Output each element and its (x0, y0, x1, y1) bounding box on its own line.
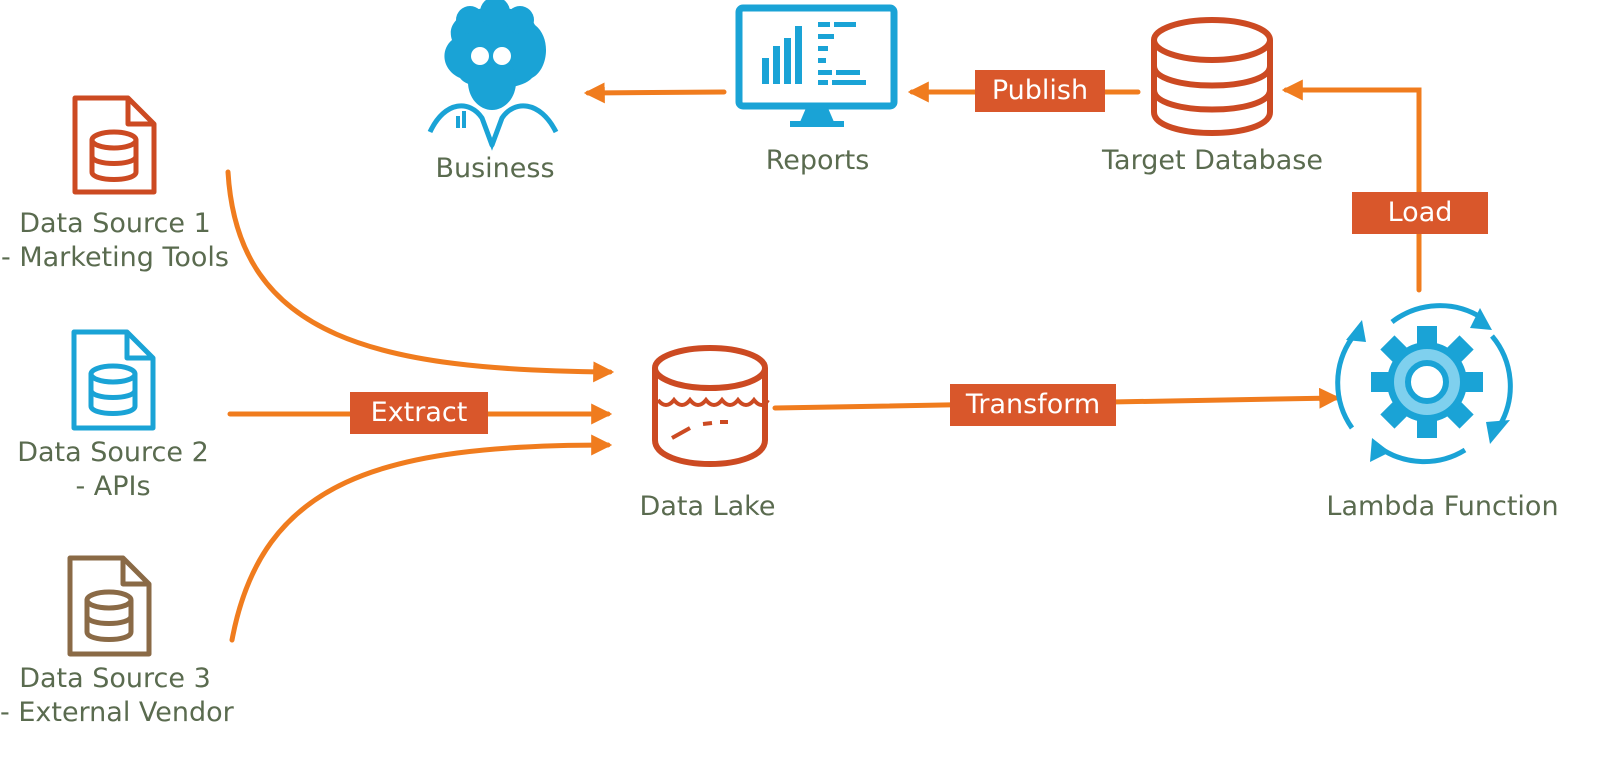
business-label: Business (435, 153, 555, 184)
arrow-source3-to-lake (229, 434, 613, 643)
source1-label-line1: Data Source 1 (19, 208, 211, 239)
businessperson-icon (427, 0, 559, 151)
database-file-icon (71, 329, 156, 431)
load-step-tag: Load (1352, 192, 1488, 234)
monitor-chart-icon (735, 4, 898, 127)
database-file-icon (72, 95, 157, 195)
arrow-lambda-to-database (1281, 79, 1422, 293)
transform-step-tag: Transform (950, 384, 1116, 426)
reports-label: Reports (765, 145, 870, 176)
source2-label-line2: - APIs (75, 471, 151, 502)
target-database-label: Target Database (1102, 145, 1323, 176)
arrow-reports-to-business (583, 82, 727, 104)
data-lake-icon (652, 345, 770, 467)
gear-cycle-icon (1335, 303, 1513, 465)
extract-step-tag: Extract (350, 392, 488, 434)
source3-label-line1: Data Source 3 (19, 663, 211, 694)
database-file-icon (67, 555, 152, 657)
publish-step-tag: Publish (975, 70, 1105, 112)
source2-label-line1: Data Source 2 (17, 437, 209, 468)
source3-label-line2: - External Vendor (0, 697, 234, 728)
source1-label-line2: - Marketing Tools (1, 242, 229, 273)
arrow-source1-to-lake (225, 169, 615, 383)
data-lake-label: Data Lake (639, 491, 776, 522)
database-icon (1151, 17, 1273, 136)
lambda-function-label: Lambda Function (1326, 491, 1559, 522)
